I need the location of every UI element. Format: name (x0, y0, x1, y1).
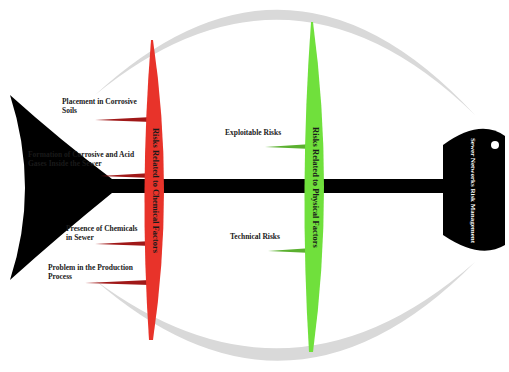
cause-leader (265, 144, 312, 149)
cause-label: Exploitable Risks (225, 128, 310, 137)
category-title: Risks Related to Chemical Factors (149, 105, 160, 275)
cause-category-band: Risks Related to Chemical Factors (125, 40, 185, 340)
fish-tail (10, 95, 112, 280)
cause-category-band-fill (144, 40, 164, 340)
cause-leader (85, 280, 150, 285)
cause-leader (95, 241, 152, 246)
cause-label: Presence of Chemicals in Sewer (66, 224, 144, 242)
cause-category-band-fill (304, 22, 324, 352)
cause-category-band: Risks Related to Physical Factors (285, 22, 345, 352)
fish-eye (491, 141, 499, 149)
cause-label: Problem in the Production Process (48, 263, 144, 281)
fish-head: Sewer Networks Risk Management (443, 118, 505, 255)
category-title: Sewer Networks Risk Management (468, 135, 477, 245)
fish-head-fill (443, 129, 505, 251)
cause-leader (95, 117, 152, 122)
cause-label: Placement in Corrosive Soils (62, 97, 142, 115)
cause-label: Formation of Corrosive and Acid Gases In… (28, 150, 146, 168)
category-title: Risks Related to Physical Factors (309, 97, 320, 277)
cause-leader (100, 173, 152, 178)
cause-label: Technical Risks (230, 232, 310, 241)
